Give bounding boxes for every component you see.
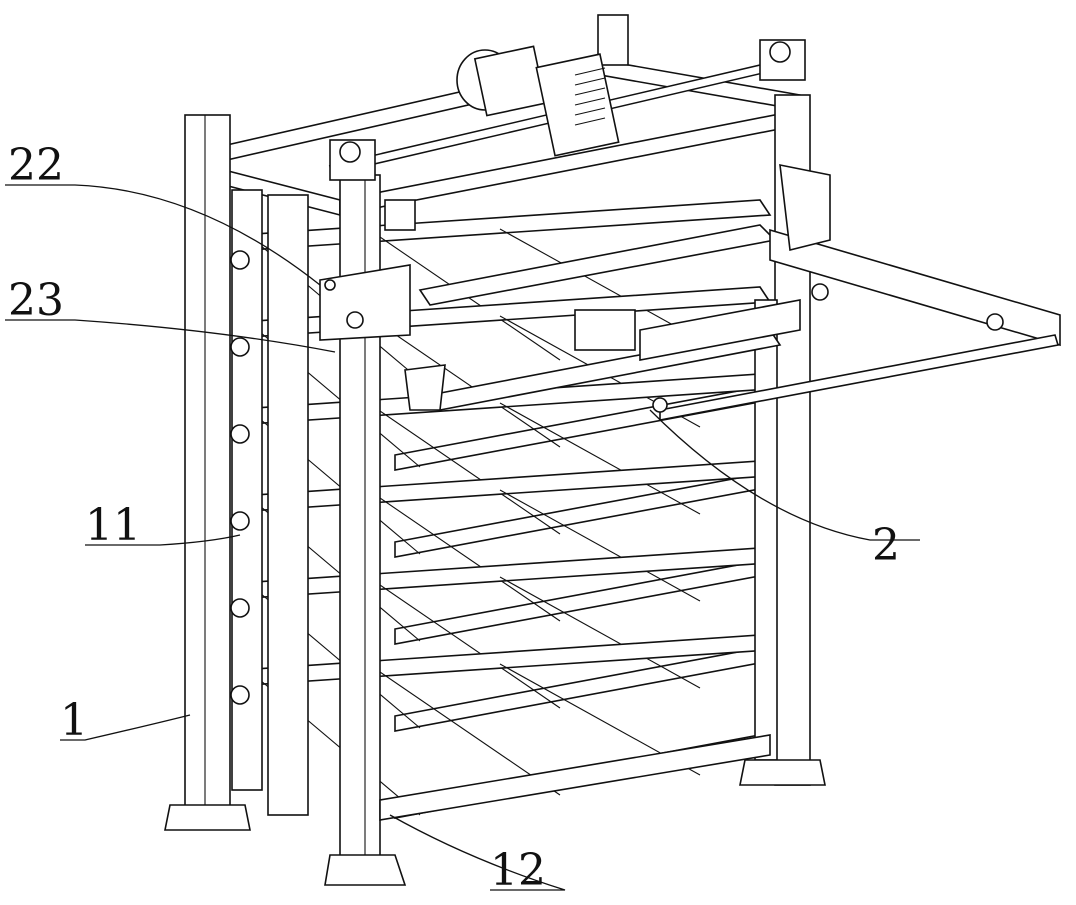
chain-column-11 xyxy=(231,190,308,815)
label-11: 11 xyxy=(85,500,141,551)
sprocket-icon xyxy=(231,512,249,530)
sprocket-icon xyxy=(231,338,249,356)
label-22: 22 xyxy=(8,140,64,191)
sprocket-icon xyxy=(231,425,249,443)
label-2: 2 xyxy=(872,520,900,571)
top-frame xyxy=(205,15,800,215)
label-23: 23 xyxy=(8,275,64,326)
label-1: 1 xyxy=(60,695,88,746)
sprocket-icon xyxy=(231,251,249,269)
label-12: 12 xyxy=(490,845,546,896)
sprocket-icon xyxy=(231,686,249,704)
sprocket-icon xyxy=(231,599,249,617)
